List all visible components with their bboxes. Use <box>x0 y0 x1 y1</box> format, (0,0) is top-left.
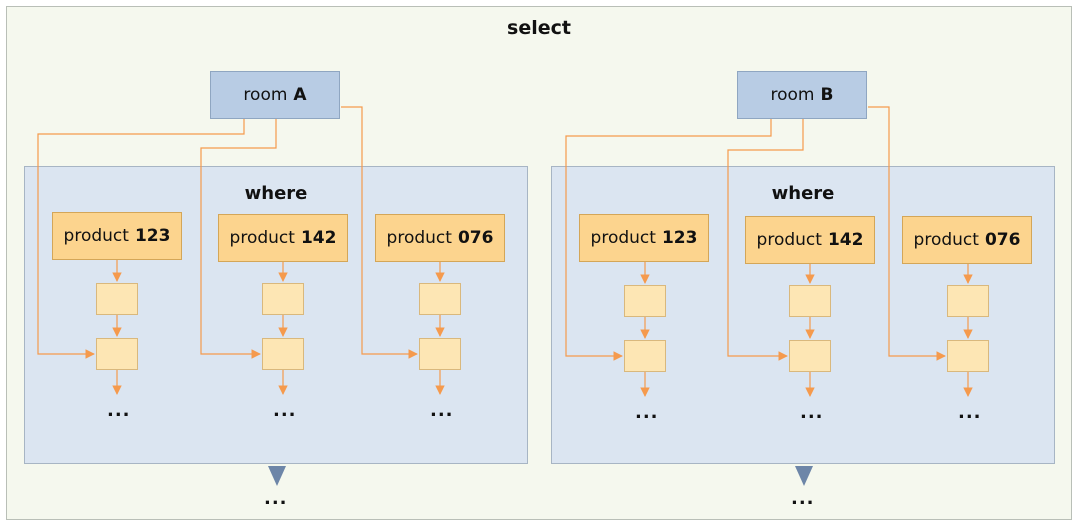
product-prefix: product <box>756 230 822 250</box>
room-b-prefix: room <box>770 85 815 105</box>
ellipsis: ... <box>430 400 454 421</box>
step-box <box>624 340 666 372</box>
step-box <box>96 338 138 370</box>
step-box <box>624 285 666 317</box>
where-label-a: where <box>244 183 308 204</box>
step-box <box>419 338 461 370</box>
ellipsis: ... <box>107 400 131 421</box>
ellipsis: ... <box>958 402 982 423</box>
room-b-box: room B <box>737 71 867 119</box>
step-box <box>947 340 989 372</box>
product-code: 076 <box>457 228 494 248</box>
room-a-name: A <box>293 85 307 105</box>
ellipsis: ... <box>273 400 297 421</box>
product-prefix: product <box>913 230 979 250</box>
step-box <box>419 283 461 315</box>
product-code: 123 <box>134 226 171 246</box>
select-title: select <box>507 17 571 39</box>
step-box <box>947 285 989 317</box>
room-b-name: B <box>820 85 834 105</box>
product-prefix: product <box>229 228 295 248</box>
product-code: 123 <box>661 228 698 248</box>
where-label-b: where <box>771 183 835 204</box>
room-a-box: room A <box>210 71 340 119</box>
product-code: 076 <box>984 230 1021 250</box>
ellipsis: ... <box>791 488 815 509</box>
product-code: 142 <box>827 230 864 250</box>
ellipsis: ... <box>800 402 824 423</box>
step-box <box>789 340 831 372</box>
ellipsis: ... <box>635 402 659 423</box>
step-box <box>96 283 138 315</box>
product-prefix: product <box>590 228 656 248</box>
product-prefix: product <box>63 226 129 246</box>
product-prefix: product <box>386 228 452 248</box>
step-box <box>789 285 831 317</box>
room-a-prefix: room <box>243 85 288 105</box>
product-code: 142 <box>300 228 337 248</box>
step-box <box>262 338 304 370</box>
step-box <box>262 283 304 315</box>
ellipsis: ... <box>264 488 288 509</box>
